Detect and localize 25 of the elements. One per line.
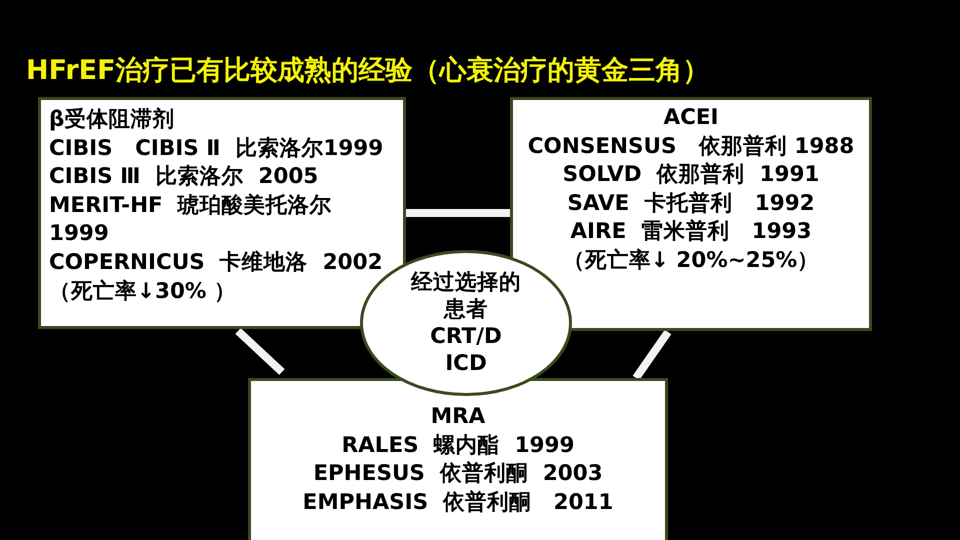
heading-text: ACEI xyxy=(662,104,720,132)
item-text: （死亡率↓ 20%~25%） xyxy=(562,246,820,275)
title: HFrEF治疗已有比较成熟的经验（心衰治疗的黄金三角） xyxy=(26,54,710,88)
item-text: MERIT-HF 琥珀酸美托洛尔 1999 xyxy=(49,192,333,248)
item-text: COPERNICUS 卡维地洛 2002 xyxy=(49,248,384,277)
item-text: SOLVD 依那普利 1991 xyxy=(562,161,820,190)
connector-line xyxy=(632,330,672,380)
text-box xyxy=(248,378,668,540)
item-text: EPHESUS 依普利酮 2003 xyxy=(312,460,604,488)
item-text: ICD xyxy=(444,350,488,377)
heading-text: β受体阻滞剂 xyxy=(49,106,176,134)
connector-line xyxy=(235,328,285,375)
connector-line xyxy=(406,209,510,217)
item-text: EMPHASIS 依普利酮 2011 xyxy=(302,488,614,517)
item-text: CIBIS Ⅲ 比索洛尔 2005 xyxy=(49,163,320,192)
item-text: AIRE 雷米普利 1993 xyxy=(569,218,813,246)
heading-text: MRA xyxy=(430,403,486,431)
item-text: （死亡率↓30% ） xyxy=(49,278,237,306)
item-text: SAVE 卡托普利 1992 xyxy=(566,190,816,218)
item-text: CONSENSUS 依那普利 1988 xyxy=(527,132,855,161)
item-text: CRT/D xyxy=(429,323,503,350)
item-text: CIBIS CIBIS Ⅱ 比索洛尔1999 xyxy=(49,134,384,163)
heading-text: 经过选择的患者 xyxy=(410,269,522,323)
item-text: RALES 螺内酯 1999 xyxy=(340,432,576,460)
text-box xyxy=(38,97,406,329)
